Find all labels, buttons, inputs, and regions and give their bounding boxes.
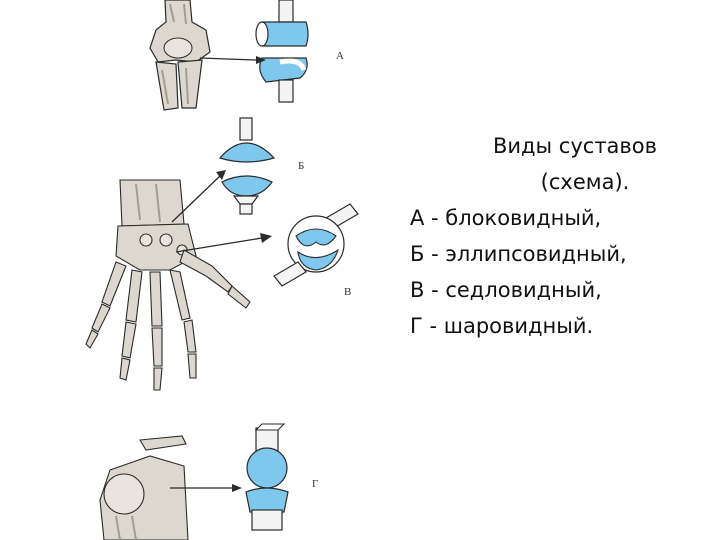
ball-joint-model: [246, 424, 288, 530]
arrowhead-g: [232, 484, 242, 492]
joint-type-saddle: В - седловидный,: [400, 272, 710, 308]
caption-block: Виды суставов (схема). А - блоковидный, …: [400, 128, 710, 344]
elbow-bones-drawing: [150, 0, 210, 110]
caption-title: Виды суставов (схема).: [400, 128, 710, 200]
arrowhead-v: [260, 233, 272, 243]
figure-letter-b: Б: [298, 160, 304, 172]
saddle-joint-model: [274, 204, 358, 286]
pointer-arrow-a: [200, 58, 256, 60]
joint-type-hinge: А - блоковидный,: [400, 200, 710, 236]
figure-letter-g: Г: [312, 478, 318, 490]
joint-type-ball: Г - шаровидный.: [400, 308, 710, 344]
caption-title-line-2: (схема).: [400, 164, 710, 200]
hand-skeleton-drawing: [86, 180, 250, 390]
joint-type-ellipsoid: Б - эллипсовидный,: [400, 236, 710, 272]
hinge-joint-model: [256, 0, 308, 102]
ellipsoid-joint-model: [220, 118, 274, 214]
figure-letter-v: В: [344, 286, 351, 298]
caption-title-line-1: Виды суставов: [400, 128, 710, 164]
figure-letter-a: А: [336, 50, 344, 62]
